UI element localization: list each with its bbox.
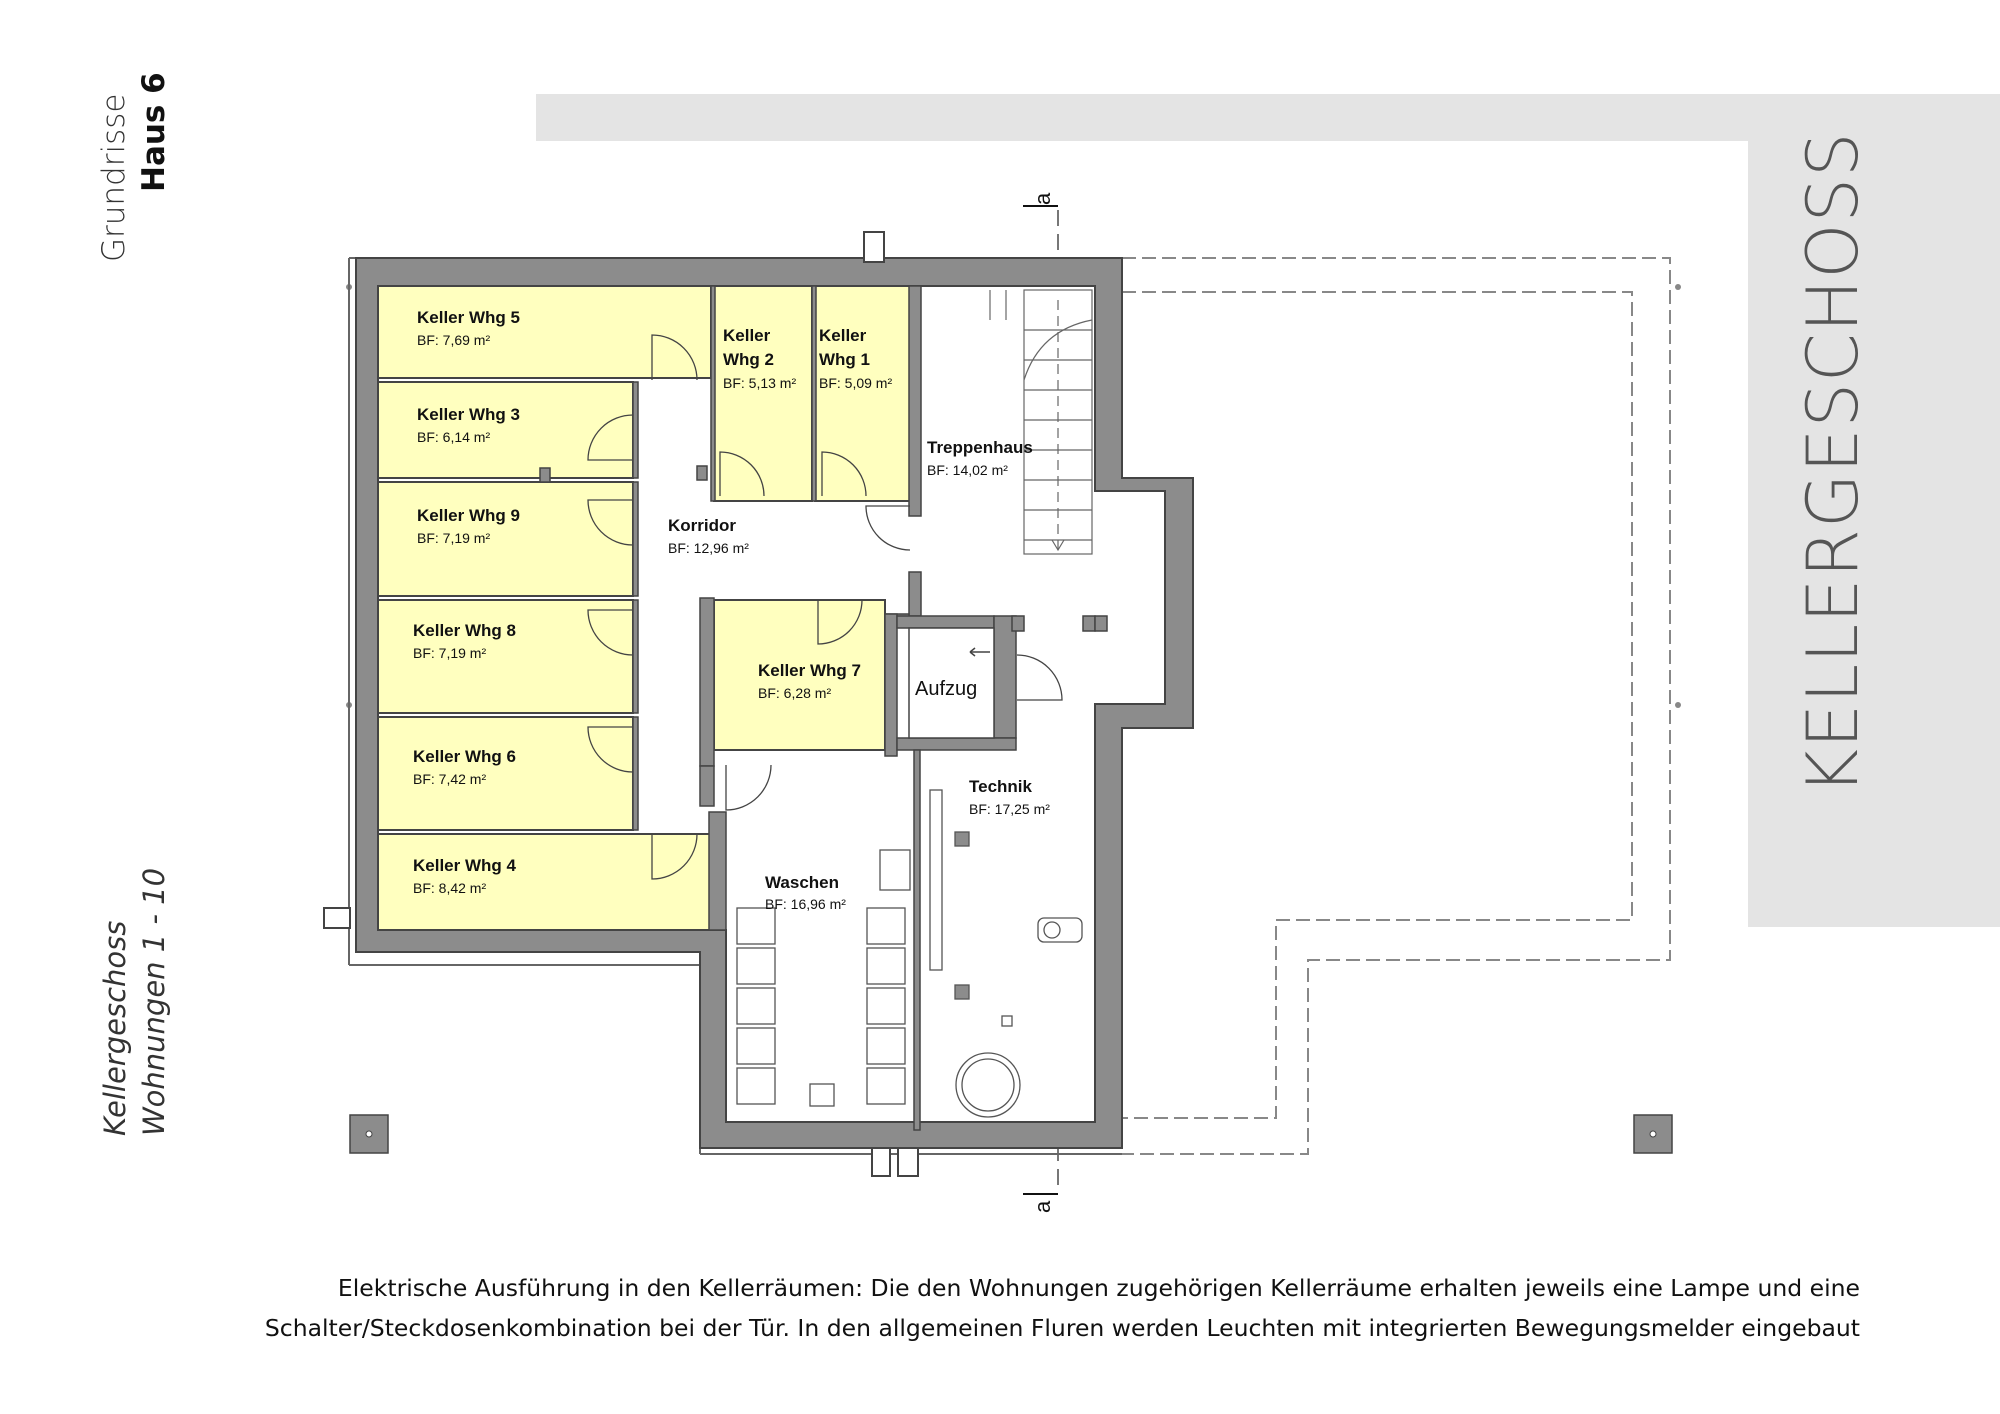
area-keller-whg3: BF: 6,14 m² [417, 429, 490, 445]
label-keller-whg7: Keller Whg 7 [758, 661, 861, 680]
room-keller-whg7 [713, 599, 886, 751]
label-keller-whg2-l1: Keller [723, 326, 771, 345]
room-keller-whg1 [814, 285, 911, 502]
electrical-note: Elektrische Ausführung in den Kellerräum… [150, 1268, 1860, 1348]
area-keller-whg5: BF: 7,69 m² [417, 332, 490, 348]
label-keller-whg6: Keller Whg 6 [413, 747, 516, 766]
staircase [989, 289, 1093, 555]
area-treppenhaus: BF: 14,02 m² [927, 462, 1008, 478]
area-keller-whg9: BF: 7,19 m² [417, 530, 490, 546]
label-keller-whg1-l1: Keller [819, 326, 867, 345]
technik-equipment [929, 789, 1083, 1118]
label-keller-whg5: Keller Whg 5 [417, 308, 520, 327]
floor-title-panel [1748, 141, 2000, 927]
label-treppenhaus: Treppenhaus [927, 438, 1033, 457]
label-keller-whg3: Keller Whg 3 [417, 405, 520, 424]
survey-point [1675, 702, 1681, 708]
label-waschen: Waschen [765, 873, 839, 892]
section-marker-bottom: a [1030, 1200, 1055, 1213]
header-band [536, 94, 2000, 141]
area-korridor: BF: 12,96 m² [668, 540, 749, 556]
label-keller-whg9: Keller Whg 9 [417, 506, 520, 525]
elevator-shaft [908, 627, 995, 739]
electrical-note-line1: Elektrische Ausführung in den Kellerräum… [337, 1274, 1860, 1302]
room-keller-whg3 [377, 381, 634, 479]
label-aufzug: Aufzug [915, 678, 977, 700]
area-keller-whg2: BF: 5,13 m² [723, 375, 796, 391]
room-keller-whg4 [377, 833, 712, 931]
area-keller-whg8: BF: 7,19 m² [413, 645, 486, 661]
section-marker-top: a [1030, 192, 1055, 205]
washing-machines [736, 849, 911, 1107]
area-keller-whg6: BF: 7,42 m² [413, 771, 486, 787]
label-keller-whg8: Keller Whg 8 [413, 621, 516, 640]
room-keller-whg5 [377, 285, 712, 379]
area-technik: BF: 17,25 m² [969, 801, 1050, 817]
room-keller-whg2 [713, 285, 813, 502]
area-keller-whg7: BF: 6,28 m² [758, 685, 831, 701]
area-keller-whg4: BF: 8,42 m² [413, 880, 486, 896]
label-keller-whg1-l2: Whg 1 [819, 350, 870, 369]
room-keller-whg6 [377, 716, 634, 831]
electrical-note-line2: Schalter/Steckdosenkombination bei der T… [264, 1314, 1860, 1342]
label-technik: Technik [969, 777, 1033, 796]
label-korridor: Korridor [668, 516, 736, 535]
area-waschen: BF: 16,96 m² [765, 896, 846, 912]
label-keller-whg4: Keller Whg 4 [413, 856, 517, 875]
room-keller-whg9 [377, 481, 634, 597]
survey-point [1675, 284, 1681, 290]
terrace-outline [1122, 257, 1671, 1155]
label-keller-whg2-l2: Whg 2 [723, 350, 774, 369]
room-keller-whg8 [377, 599, 634, 714]
area-keller-whg1: BF: 5,09 m² [819, 375, 892, 391]
